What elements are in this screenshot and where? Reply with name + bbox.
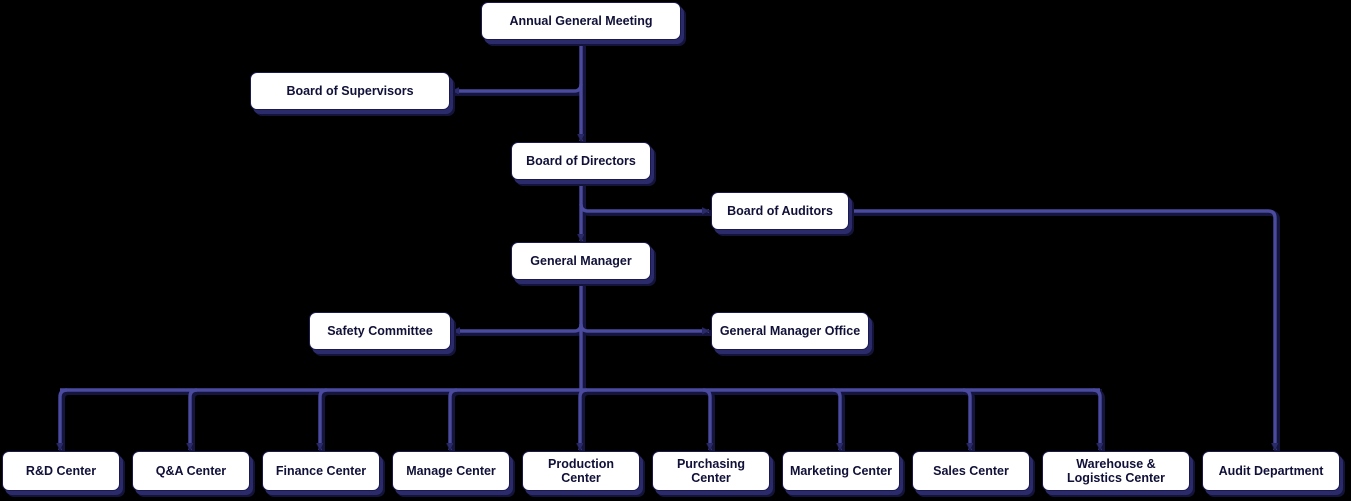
node-board-of-supervisors[interactable]: Board of Supervisors	[250, 72, 450, 110]
node-label: Sales Center	[933, 463, 1009, 478]
node-label: Finance Center	[275, 463, 367, 478]
node-general-manager-office[interactable]: General Manager Office	[711, 312, 869, 350]
node-marketing-center[interactable]: Marketing Center	[782, 451, 900, 491]
node-label: Audit Department	[1218, 463, 1324, 478]
node-production-center[interactable]: Production Center	[522, 451, 640, 491]
node-audit-department[interactable]: Audit Department	[1202, 451, 1340, 491]
node-rd-center[interactable]: R&D Center	[2, 451, 120, 491]
node-general-manager[interactable]: General Manager	[511, 242, 651, 280]
node-qa-center[interactable]: Q&A Center	[132, 451, 250, 491]
node-label: Board of Auditors	[727, 203, 833, 218]
node-label: General Manager	[530, 253, 632, 268]
node-label: Purchasing Center	[676, 456, 746, 485]
node-board-of-auditors[interactable]: Board of Auditors	[711, 192, 849, 230]
node-label: Warehouse & Logistics Center	[1067, 456, 1165, 485]
node-label: Annual General Meeting	[509, 13, 653, 28]
node-label: Manage Center	[406, 463, 496, 478]
node-label: Marketing Center	[789, 463, 893, 478]
node-safety-committee[interactable]: Safety Committee	[309, 312, 451, 350]
node-warehouse-logistics-center[interactable]: Warehouse & Logistics Center	[1042, 451, 1190, 491]
node-label: General Manager Office	[719, 323, 861, 338]
node-annual-general-meeting[interactable]: Annual General Meeting	[481, 2, 681, 40]
node-board-of-directors[interactable]: Board of Directors	[511, 142, 651, 180]
node-manage-center[interactable]: Manage Center	[392, 451, 510, 491]
node-label: Board of Supervisors	[286, 83, 414, 98]
node-label: Board of Directors	[526, 153, 636, 168]
node-label: Production Center	[548, 456, 614, 485]
node-label: Q&A Center	[155, 463, 227, 478]
node-sales-center[interactable]: Sales Center	[912, 451, 1030, 491]
node-label: Safety Committee	[327, 323, 433, 338]
node-label: R&D Center	[25, 463, 97, 478]
node-finance-center[interactable]: Finance Center	[262, 451, 380, 491]
node-purchasing-center[interactable]: Purchasing Center	[652, 451, 770, 491]
